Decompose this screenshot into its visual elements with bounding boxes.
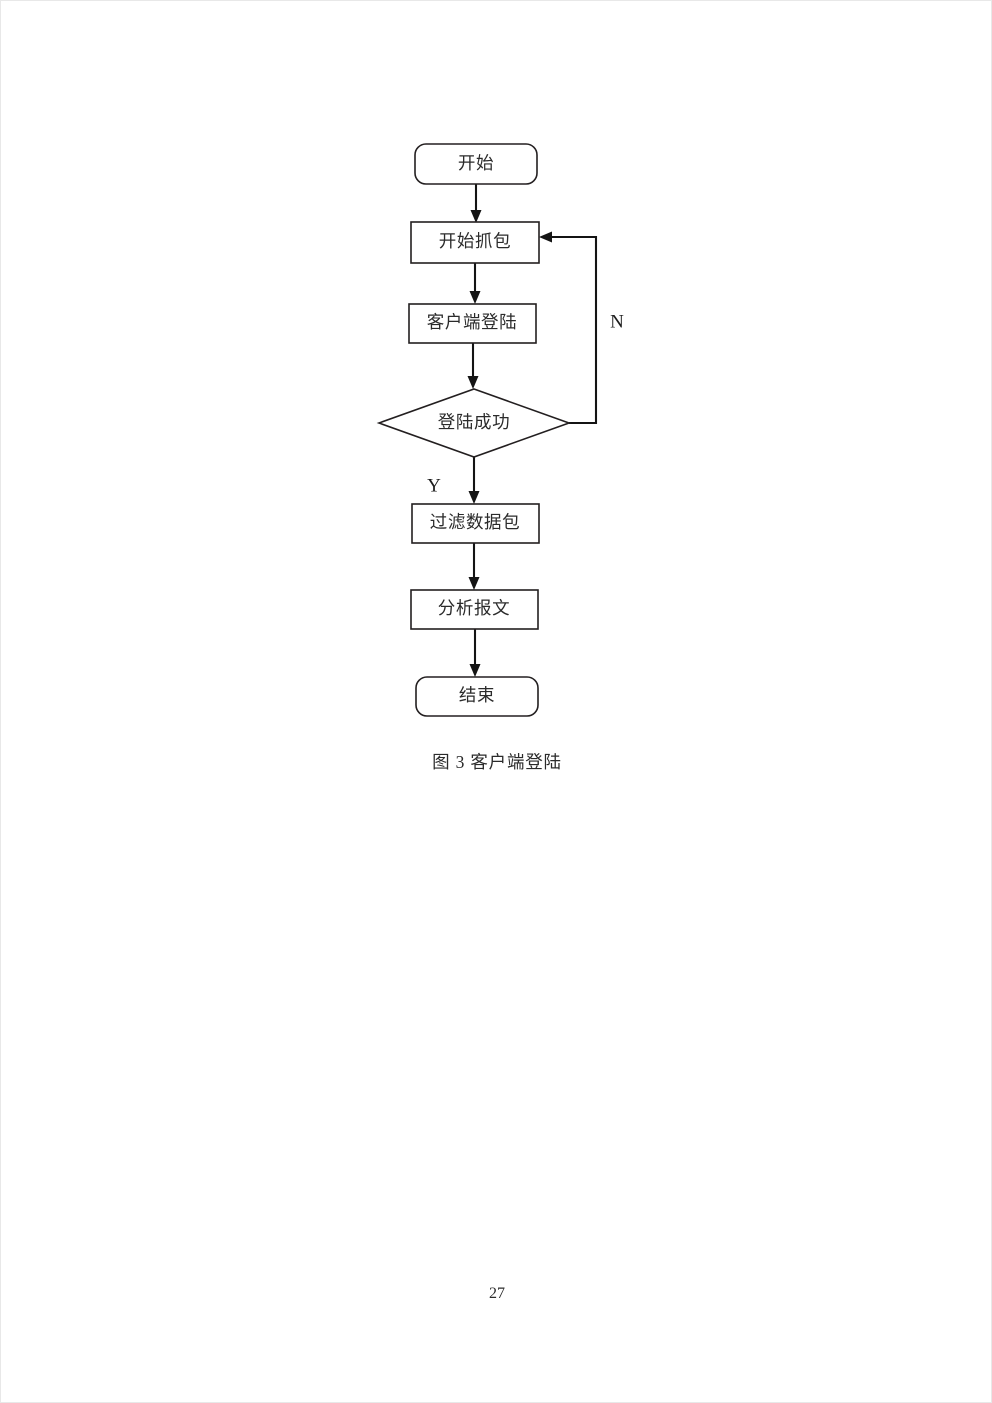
arrow-head-icon <box>469 664 481 677</box>
node-client-login-label: 客户端登陆 <box>427 312 518 332</box>
node-login-success-decision[interactable]: 登陆成功 <box>376 388 572 458</box>
node-end[interactable]: 结束 <box>415 676 539 717</box>
node-capture-label: 开始抓包 <box>439 231 511 251</box>
node-client-login[interactable]: 客户端登陆 <box>408 303 537 344</box>
edge-decision-yes-to-filter <box>468 457 480 504</box>
figure-caption: 图 3 客户端登陆 <box>432 752 562 772</box>
page-number: 27 <box>489 1285 505 1302</box>
arrow-head-icon <box>467 376 479 389</box>
node-analyze-message-label: 分析报文 <box>438 598 510 618</box>
terminator-shape <box>414 143 538 185</box>
arrow-head-icon <box>539 231 552 243</box>
node-analyze-message[interactable]: 分析报文 <box>410 589 539 630</box>
edge-start-to-capture <box>470 184 482 223</box>
process-shape <box>410 589 539 630</box>
terminator-shape <box>415 676 539 717</box>
node-login-success-label: 登陆成功 <box>438 412 510 432</box>
flowchart-diagram: 开始 开始抓包 客户端登陆 登陆成功 过滤数据包 分析报文 结束 Y N <box>376 143 624 717</box>
node-filter-packets[interactable]: 过滤数据包 <box>411 503 540 544</box>
edge-capture-to-client-login <box>469 263 481 304</box>
node-start-label: 开始 <box>458 153 494 173</box>
edge-client-login-to-decision <box>467 343 479 389</box>
process-shape <box>410 221 540 264</box>
edge-filter-to-analyze <box>468 543 480 590</box>
arrow-head-icon <box>468 491 480 504</box>
decision-shape <box>376 388 572 458</box>
node-start[interactable]: 开始 <box>414 143 538 185</box>
branch-label-yes: Y <box>427 475 441 496</box>
node-filter-packets-label: 过滤数据包 <box>430 512 521 532</box>
arrow-head-icon <box>469 291 481 304</box>
process-shape <box>411 503 540 544</box>
arrow-head-icon <box>468 577 480 590</box>
process-shape <box>408 303 537 344</box>
edge-decision-no-loop-back-to-capture <box>539 231 598 425</box>
edge-analyze-to-end <box>469 629 481 677</box>
node-end-label: 结束 <box>459 685 495 705</box>
node-capture[interactable]: 开始抓包 <box>410 221 540 264</box>
arrow-head-icon <box>470 210 482 223</box>
branch-label-no: N <box>610 311 624 332</box>
